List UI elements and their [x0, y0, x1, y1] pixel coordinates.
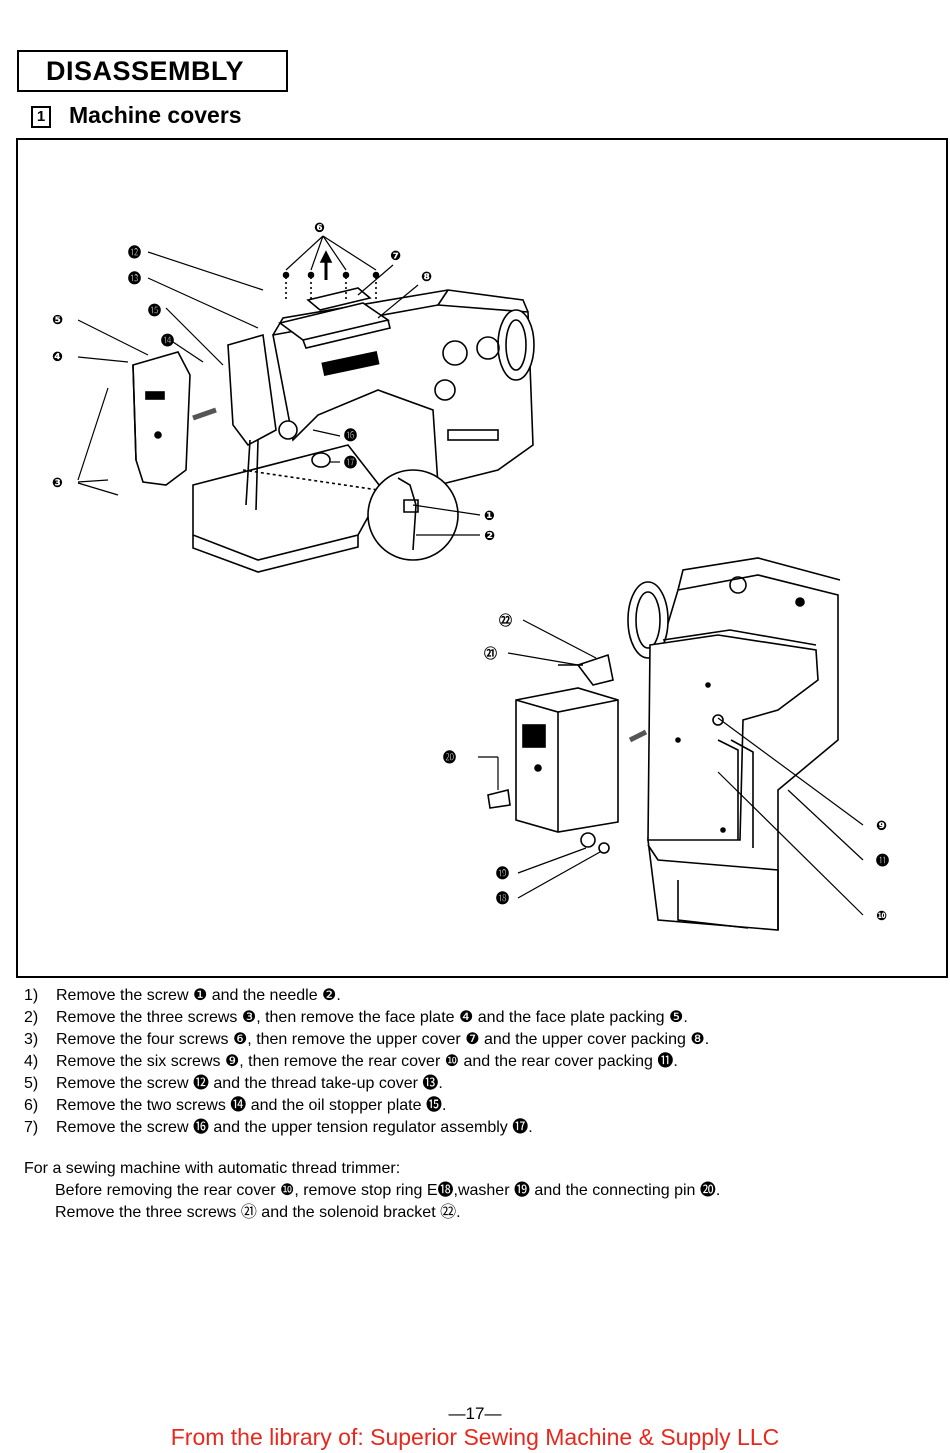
step-3: 3) Remove the four screws ❻, then remove …	[24, 1029, 709, 1051]
step-5: 5) Remove the screw ⓬ and the thread take…	[24, 1073, 709, 1095]
section-heading: 1 Machine covers	[31, 102, 242, 129]
page-title-box: DISASSEMBLY	[17, 50, 288, 92]
callout-2: ❷	[484, 529, 495, 544]
figure-drawing: ❼ ❻ ❽ ⓬ ⓭ ⓯ ⓮ ❺ ❹ ❸ ⓰ ⓱ ❶ ❷ ㉒ ㉑ ⓴ ⓳ ⓲ ❾ …	[52, 221, 889, 931]
callout-labels: ❼ ❻ ❽ ⓬ ⓭ ⓯ ⓮ ❺ ❹ ❸ ⓰ ⓱ ❶ ❷ ㉒ ㉑ ⓴ ⓳ ⓲ ❾ …	[52, 221, 889, 924]
section-title: Machine covers	[69, 102, 242, 128]
callout-18: ⓲	[496, 891, 509, 907]
step-number: 6)	[24, 1097, 39, 1114]
step-number: 7)	[24, 1119, 39, 1136]
callout-20: ⓴	[443, 750, 456, 766]
step-6: 6) Remove the two screws ⓮ and the oil st…	[24, 1095, 709, 1117]
page-number: —17—	[448, 1404, 502, 1423]
callout-15: ⓯	[148, 303, 161, 319]
step-number: 5)	[24, 1075, 39, 1092]
step-number: 4)	[24, 1053, 39, 1070]
step-2: 2) Remove the three screws ❸, then remove…	[24, 1007, 709, 1029]
step-4: 4) Remove the six screws ❾, then remove t…	[24, 1051, 709, 1073]
callout-22: ㉒	[499, 613, 512, 629]
callout-10: ❿	[876, 909, 887, 924]
trimmer-line-1: Before removing the rear cover ❿, remove…	[55, 1182, 721, 1199]
callout-9: ❾	[876, 819, 887, 834]
step-text: Remove the four screws ❻, then remove th…	[56, 1031, 710, 1048]
callout-13: ⓭	[128, 271, 141, 287]
step-number: 2)	[24, 1009, 39, 1026]
callout-12: ⓬	[128, 245, 141, 261]
page-title: DISASSEMBLY	[46, 56, 245, 86]
callout-3: ❸	[52, 476, 63, 491]
step-1: 1) Remove the screw ❶ and the needle ❷.	[24, 985, 709, 1007]
trimmer-heading: For a sewing machine with automatic thre…	[24, 1160, 401, 1177]
rear-cover-illustration	[487, 557, 841, 931]
step-number: 1)	[24, 987, 39, 1004]
library-footer: From the library of: Superior Sewing Mac…	[170, 1424, 780, 1450]
disassembly-figure: ❼ ❻ ❽ ⓬ ⓭ ⓯ ⓮ ❺ ❹ ❸ ⓰ ⓱ ❶ ❷ ㉒ ㉑ ⓴ ⓳ ⓲ ❾ …	[16, 138, 948, 978]
callout-7: ❼	[390, 249, 401, 264]
section-number: 1	[31, 106, 51, 128]
trimmer-line-2: Remove the three screws ㉑ and the soleno…	[55, 1204, 461, 1221]
callout-16: ⓰	[344, 428, 357, 444]
leader-lines	[77, 235, 864, 916]
callout-6: ❻	[314, 221, 325, 236]
machine-illustration	[132, 250, 648, 743]
step-text: Remove the six screws ❾, then remove the…	[56, 1053, 678, 1070]
callout-19: ⓳	[496, 866, 509, 882]
trimmer-note: For a sewing machine with automatic thre…	[24, 1158, 720, 1224]
callout-5: ❺	[52, 313, 63, 328]
callout-4: ❹	[52, 350, 63, 365]
step-number: 3)	[24, 1031, 39, 1048]
step-text: Remove the two screws ⓮ and the oil stop…	[56, 1097, 447, 1114]
step-text: Remove the screw ❶ and the needle ❷.	[56, 987, 341, 1004]
step-7: 7) Remove the screw ⓰ and the upper tensi…	[24, 1117, 709, 1139]
step-text: Remove the three screws ❸, then remove t…	[56, 1009, 688, 1026]
step-text: Remove the screw ⓬ and the thread take-u…	[56, 1075, 443, 1092]
callout-8: ❽	[421, 270, 432, 285]
step-text: Remove the screw ⓰ and the upper tension…	[56, 1119, 533, 1136]
callout-21: ㉑	[484, 646, 497, 662]
callout-1: ❶	[484, 509, 495, 524]
callout-14: ⓮	[161, 333, 174, 349]
callout-17: ⓱	[344, 455, 357, 471]
callout-11: ⓫	[876, 853, 889, 869]
procedure-steps: 1) Remove the screw ❶ and the needle ❷. 2…	[24, 985, 709, 1139]
